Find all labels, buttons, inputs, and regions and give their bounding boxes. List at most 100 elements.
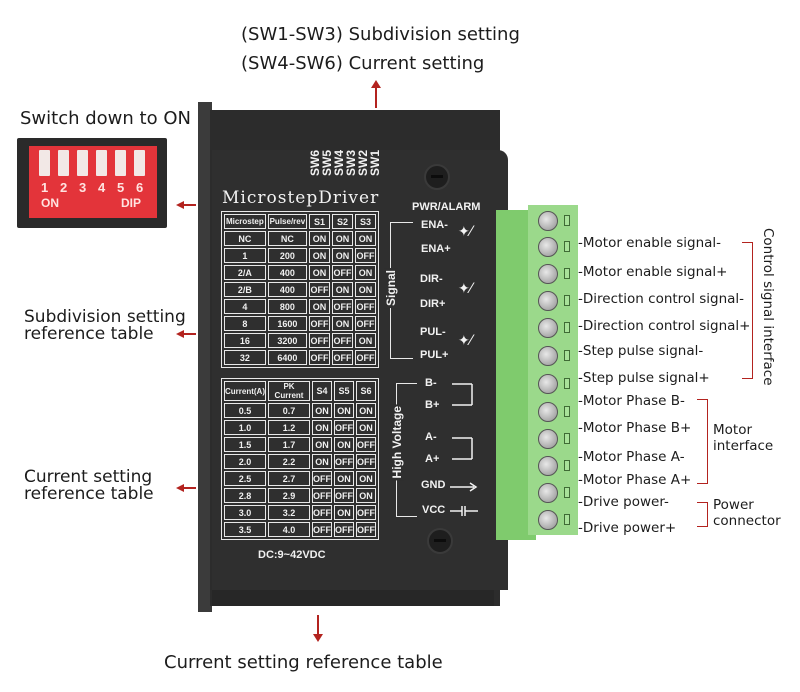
table-header: S5 [334,381,354,401]
switch-label: SW1 [368,150,382,177]
table-cell: OFF [356,505,376,520]
terminal-slot [564,514,570,525]
table-cell: 16 [224,333,266,348]
table-cell: OFF [334,522,354,537]
arrow-down-icon [313,634,323,642]
table-header-row: Microstep Pulse/rev S1 S2 S3 [224,214,376,229]
table-cell: OFF [332,265,353,280]
table-header: S1 [309,214,331,229]
pin-label: VCC [422,504,446,516]
table-cell: 200 [267,248,308,263]
terminal-desc: -Step pulse signal+ [578,370,710,386]
terminal-screw-icon[interactable] [538,346,558,366]
terminal-screw-icon[interactable] [538,264,558,284]
table-cell: OFF [312,471,332,486]
top-callout-line1: (SW1-SW3) Subdivision setting [241,24,520,45]
pin-label: DIR- [420,273,443,285]
table-cell: 3200 [267,333,308,348]
table-cell: 3.0 [224,505,266,520]
table-cell: 6400 [267,350,308,365]
terminal-desc: -Drive power- [578,494,669,510]
driver-title: MicrostepDriver [222,188,380,208]
table-header: Microstep [224,214,266,229]
table-cell: ON [334,403,354,418]
power-group-label-line1: Power [713,497,754,513]
table-cell: 0.5 [224,403,266,418]
coil-b-icon [452,383,473,406]
current-callout-line1: Current setting [24,467,153,487]
table-cell: ON [354,282,376,297]
terminal-desc: -Drive power+ [578,520,677,536]
table-cell: 2.9 [268,488,310,503]
control-group-label: Control signal interface [760,228,776,386]
arrow-up-icon [371,80,381,88]
control-bracket [742,242,753,379]
table-cell: OFF [356,522,376,537]
arrow-line [182,487,196,489]
optocoupler-icon: ✦⁄ [458,333,473,349]
table-cell: OFF [312,488,332,503]
terminal-screw-icon[interactable] [538,456,558,476]
top-callout-line2: (SW4-SW6) Current setting [241,53,485,74]
dip-slot-3 [77,150,88,176]
table-header: S6 [356,381,376,401]
ground-arrow-icon [450,482,478,492]
table-cell: ON [356,488,376,503]
current-callout-line2: reference table [24,484,154,504]
table-cell: OFF [309,282,331,297]
table-cell: ON [309,265,331,280]
dip-slot-4 [96,150,107,176]
terminal-screw-icon[interactable] [538,237,558,257]
terminal-slot [564,350,570,361]
dip-slot-6 [134,150,145,176]
table-cell: ON [332,248,353,263]
table-header-row: Current(A) PK Current S4 S5 S6 [224,381,376,401]
table-cell: OFF [334,454,354,469]
terminal-screw-icon[interactable] [538,429,558,449]
table-cell: 800 [267,299,308,314]
dip-dip-label: DIP [121,196,142,210]
motor-group-label-line2: interface [713,438,774,454]
dip-number: 3 [79,180,87,195]
terminal-screw-icon[interactable] [538,402,558,422]
terminal-slot [564,433,570,444]
table-cell: 2.2 [268,454,310,469]
terminal-desc: -Direction control signal- [578,291,745,307]
subdivision-callout-line1: Subdivision setting [24,307,186,327]
table-cell: OFF [354,248,376,263]
table-cell: 0.7 [268,403,310,418]
table-cell: ON [312,437,332,452]
terminal-desc: -Motor Phase B+ [578,420,692,436]
terminal-screw-icon[interactable] [538,211,558,231]
arrow-line [182,204,196,206]
table-header: PK Current [268,381,310,401]
arrow-line [182,333,196,335]
terminal-slot [564,215,570,226]
table-cell: ON [312,454,332,469]
terminal-screw-icon[interactable] [538,374,558,394]
terminal-screw-icon[interactable] [538,483,558,503]
table-cell: OFF [354,299,376,314]
table-cell: 2.8 [224,488,266,503]
table-header: S3 [354,214,376,229]
terminal-desc: -Motor Phase A- [578,449,685,465]
terminal-slot [564,241,570,252]
heatsink-fin [198,102,212,612]
pwr-alarm-label: PWR/ALARM [412,201,481,213]
dip-on-label: ON [41,196,59,210]
table-cell: 1.0 [224,420,266,435]
terminal-screw-icon[interactable] [538,291,558,311]
table-cell: 2.5 [224,471,266,486]
terminal-screw-icon[interactable] [538,318,558,338]
terminal-screw-icon[interactable] [538,510,558,530]
